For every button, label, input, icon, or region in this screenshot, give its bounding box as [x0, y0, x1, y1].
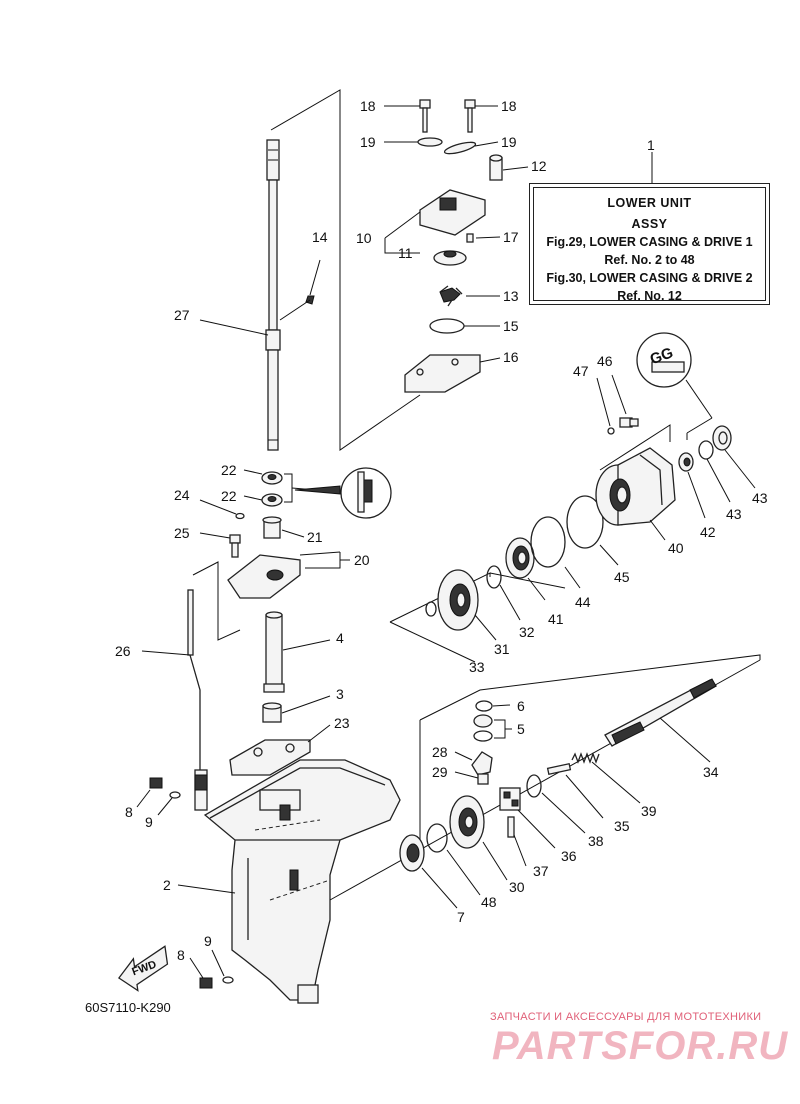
dog-clutch — [499, 787, 521, 811]
callout-27: 27 — [174, 307, 190, 323]
info-box: LOWER UNIT ASSY Fig.29, LOWER CASING & D… — [529, 183, 770, 305]
callout-3: 3 — [336, 686, 344, 702]
callout-14: 14 — [312, 229, 328, 245]
callout-5: 5 — [517, 721, 525, 737]
callout-32: 32 — [519, 624, 535, 640]
callout-37: 37 — [533, 863, 549, 879]
callout-24: 24 — [174, 487, 190, 503]
callout-13: 13 — [503, 288, 519, 304]
callout-45: 45 — [614, 569, 630, 585]
watermark-tagline: ЗАПЧАСТИ И АКСЕССУАРЫ ДЛЯ МОТОТЕХНИКИ — [490, 1011, 762, 1023]
callout-11: 11 — [398, 245, 413, 261]
water-tube-4 — [263, 611, 285, 693]
seal-42 — [678, 452, 694, 472]
callout-43b: 43 — [726, 506, 742, 522]
oil-seals — [261, 467, 392, 519]
callout-39: 39 — [641, 803, 657, 819]
callout-19b: 19 — [501, 134, 517, 150]
callout-20: 20 — [354, 552, 370, 568]
callout-12: 12 — [531, 158, 547, 174]
callout-29: 29 — [432, 764, 448, 780]
callout-6: 6 — [517, 698, 525, 714]
callout-18b: 18 — [501, 98, 517, 114]
callout-43a: 43 — [752, 490, 768, 506]
fwd-arrow — [117, 945, 169, 992]
callout-2: 2 — [163, 877, 171, 893]
callout-41: 41 — [548, 611, 564, 627]
callout-47: 47 — [573, 363, 589, 379]
callout-15: 15 — [503, 318, 519, 334]
info-line-3: Fig.29, LOWER CASING & DRIVE 1 — [546, 235, 753, 249]
drive-shaft — [265, 139, 281, 451]
fwd-label: FWD — [130, 959, 158, 979]
callout-40: 40 — [668, 540, 684, 556]
callout-44: 44 — [575, 594, 591, 610]
callout-38: 38 — [588, 833, 604, 849]
sealant-label: GG — [648, 344, 676, 368]
propeller-shaft — [604, 678, 718, 747]
shift-rod — [187, 589, 208, 811]
callout-34: 34 — [703, 764, 719, 780]
diagram-code: 60S7110-K290 — [85, 1000, 171, 1015]
callout-9b: 9 — [204, 933, 212, 949]
lower-casing — [203, 759, 401, 1004]
prop-shaft-housing — [595, 447, 676, 526]
callout-35: 35 — [614, 818, 630, 834]
callout-21: 21 — [307, 529, 323, 545]
bearing-7 — [399, 834, 425, 872]
callout-22a: 22 — [221, 462, 237, 478]
callout-23: 23 — [334, 715, 350, 731]
callout-31: 31 — [494, 641, 510, 657]
info-subtitle: ASSY — [631, 217, 668, 231]
callout-18a: 18 — [360, 98, 376, 114]
callout-17: 17 — [503, 229, 519, 245]
callout-42: 42 — [700, 524, 716, 540]
callout-19a: 19 — [360, 134, 376, 150]
callout-4: 4 — [336, 630, 344, 646]
callout-48: 48 — [481, 894, 497, 910]
callout-22b: 22 — [221, 488, 237, 504]
bushing-21 — [262, 516, 282, 539]
gear-31 — [437, 569, 479, 631]
callout-33: 33 — [469, 659, 485, 675]
info-line-4: Ref. No. 2 to 48 — [604, 253, 695, 267]
callout-7: 7 — [457, 909, 465, 925]
callout-8b: 8 — [177, 947, 185, 963]
callout-9a: 9 — [145, 814, 153, 830]
shift-rod-holder — [227, 554, 301, 599]
callout-46: 46 — [597, 353, 613, 369]
callout-25: 25 — [174, 525, 190, 541]
callout-30: 30 — [509, 879, 525, 895]
callout-28: 28 — [432, 744, 448, 760]
gasket-23 — [229, 739, 311, 776]
info-line-5: Fig.30, LOWER CASING & DRIVE 2 — [546, 271, 753, 285]
callout-8a: 8 — [125, 804, 133, 820]
gear-30 — [449, 795, 485, 849]
info-title: LOWER UNIT — [607, 196, 692, 210]
callout-16: 16 — [503, 349, 519, 365]
callout-36: 36 — [561, 848, 577, 864]
info-line-6: Ref. No. 12 — [617, 289, 682, 303]
watermark-logo: PARTSFOR.RU — [492, 1024, 789, 1068]
callout-1: 1 — [647, 137, 655, 153]
callout-26: 26 — [115, 643, 131, 659]
callout-10: 10 — [356, 230, 372, 246]
bearing-41 — [505, 537, 535, 579]
